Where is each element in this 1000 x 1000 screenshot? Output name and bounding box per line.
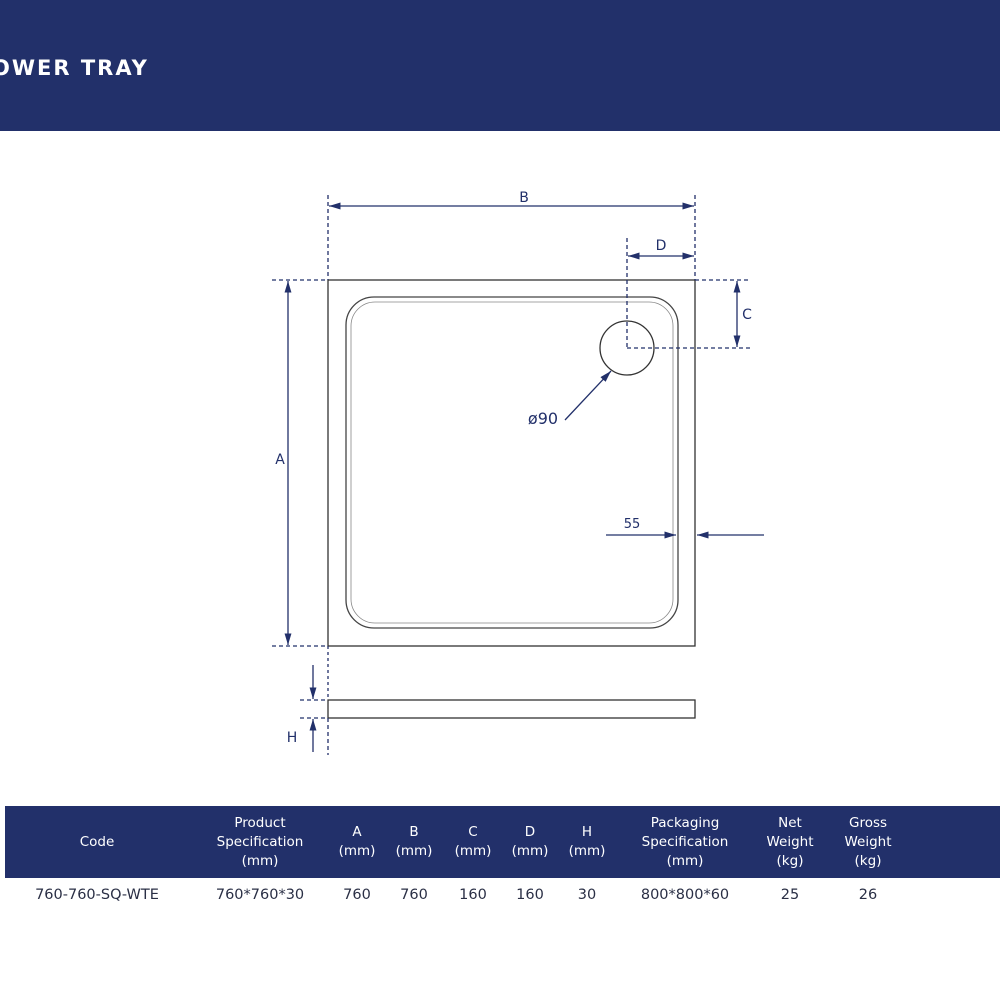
tray-side-view <box>327 699 696 719</box>
cell-gross-weight: 26 <box>858 887 878 903</box>
dim-label-a: A <box>275 452 285 468</box>
column-header-a: A (mm) <box>338 824 376 859</box>
header-banner: OWER TRAY <box>0 0 1000 131</box>
cell-b: 760 <box>400 887 428 903</box>
cell-product-spec: 760*760*30 <box>215 887 305 903</box>
cell-code: 760-760-SQ-WTE <box>35 887 159 903</box>
column-header-packaging-spec: Packaging Specification (mm) <box>641 814 729 869</box>
column-header-code: Code <box>79 833 115 850</box>
dim-label-h: H <box>287 730 298 746</box>
cell-net-weight: 25 <box>780 887 800 903</box>
cell-a: 760 <box>343 887 371 903</box>
cell-packaging-spec: 800*800*60 <box>640 887 730 903</box>
column-header-product-spec: Product Specification (mm) <box>216 814 304 869</box>
cell-d: 160 <box>516 887 544 903</box>
column-header-h: H (mm) <box>568 824 606 859</box>
cell-c: 160 <box>459 887 487 903</box>
drain-circle <box>599 320 655 376</box>
spec-table-header: Code Product Specification (mm) A (mm) B… <box>5 806 1000 878</box>
dim-label-d: D <box>656 238 667 254</box>
tray-outline <box>327 279 696 647</box>
dim-label-b: B <box>519 190 529 206</box>
column-header-b: B (mm) <box>395 824 433 859</box>
drain-diameter-label: ø90 <box>528 409 558 428</box>
column-header-d: D (mm) <box>511 824 549 859</box>
column-header-gross-weight: Gross Weight (kg) <box>844 814 892 869</box>
page-title: OWER TRAY <box>0 56 149 80</box>
dim-label-c: C <box>742 307 752 323</box>
edge-width-label: 55 <box>624 517 641 532</box>
technical-drawing: B D C A H ø90 55 <box>272 190 764 755</box>
column-header-net-weight: Net Weight (kg) <box>766 814 814 869</box>
column-header-c: C (mm) <box>454 824 492 859</box>
tray-inner-rim <box>345 296 679 629</box>
cell-h: 30 <box>577 887 597 903</box>
